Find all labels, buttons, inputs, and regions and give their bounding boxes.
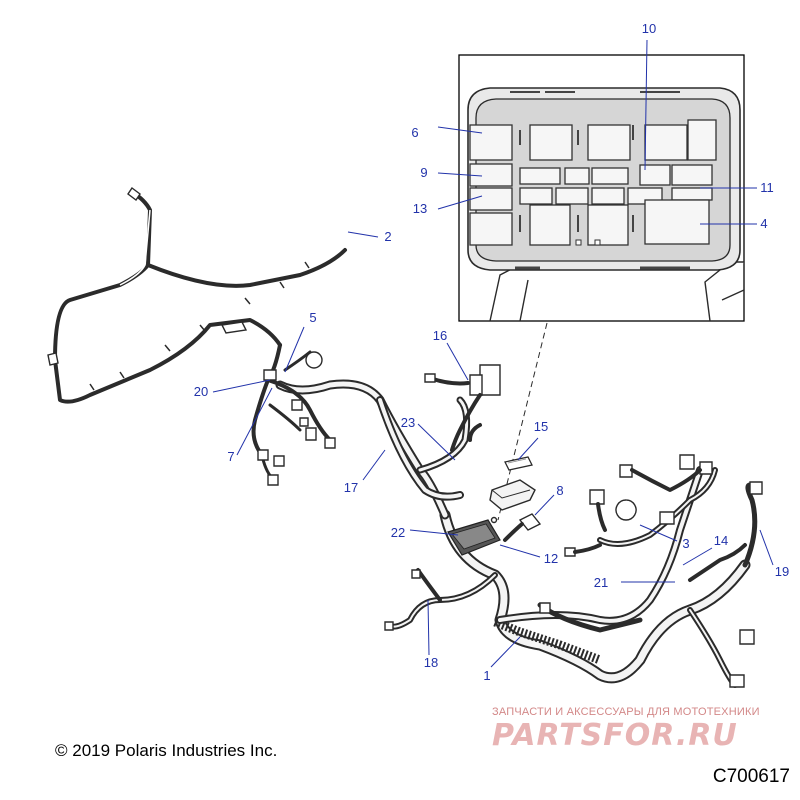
callout-23: 23 — [401, 415, 415, 430]
callout-14: 14 — [714, 533, 728, 548]
connector-16 — [424, 364, 501, 452]
callout-16: 16 — [433, 328, 447, 343]
main-harness — [275, 379, 758, 688]
leader-lines — [212, 39, 774, 668]
callout-18: 18 — [424, 655, 438, 670]
callout-2: 2 — [384, 229, 391, 244]
watermark-tagline: ЗАПЧАСТИ И АКСЕССУАРЫ ДЛЯ МОТОТЕХНИКИ — [492, 706, 760, 718]
front-harness — [47, 186, 347, 404]
connector-8-lead — [503, 522, 524, 542]
callout-3: 3 — [682, 536, 689, 551]
callout-9: 9 — [420, 165, 427, 180]
callout-6: 6 — [411, 125, 418, 140]
callout-20: 20 — [194, 384, 208, 399]
callout-22: 22 — [391, 525, 405, 540]
label-card — [504, 456, 533, 471]
callout-15: 15 — [534, 419, 548, 434]
watermark-logo: PARTSFOR.RU — [492, 718, 738, 753]
callout-7: 7 — [227, 449, 234, 464]
fuse-box-inset — [458, 54, 745, 322]
callout-5: 5 — [309, 310, 316, 325]
control-module — [489, 479, 536, 511]
engine-connectors — [384, 454, 763, 688]
fuse-box — [447, 516, 501, 556]
inset-pointer-line — [497, 322, 548, 521]
callout-17: 17 — [344, 480, 358, 495]
dash-connector-cluster — [251, 343, 336, 486]
copyright-notice: © 2019 Polaris Industries Inc. — [55, 741, 278, 760]
callout-4: 4 — [760, 216, 767, 231]
callout-21: 21 — [594, 575, 608, 590]
callout-10: 10 — [642, 21, 656, 36]
callout-12: 12 — [544, 551, 558, 566]
connector-8 — [518, 513, 542, 531]
callout-8: 8 — [556, 483, 563, 498]
callout-1: 1 — [483, 668, 490, 683]
callout-19: 19 — [775, 564, 789, 579]
callout-11: 11 — [760, 180, 774, 195]
figure-code: C700617 — [712, 766, 790, 787]
callout-13: 13 — [413, 201, 427, 216]
